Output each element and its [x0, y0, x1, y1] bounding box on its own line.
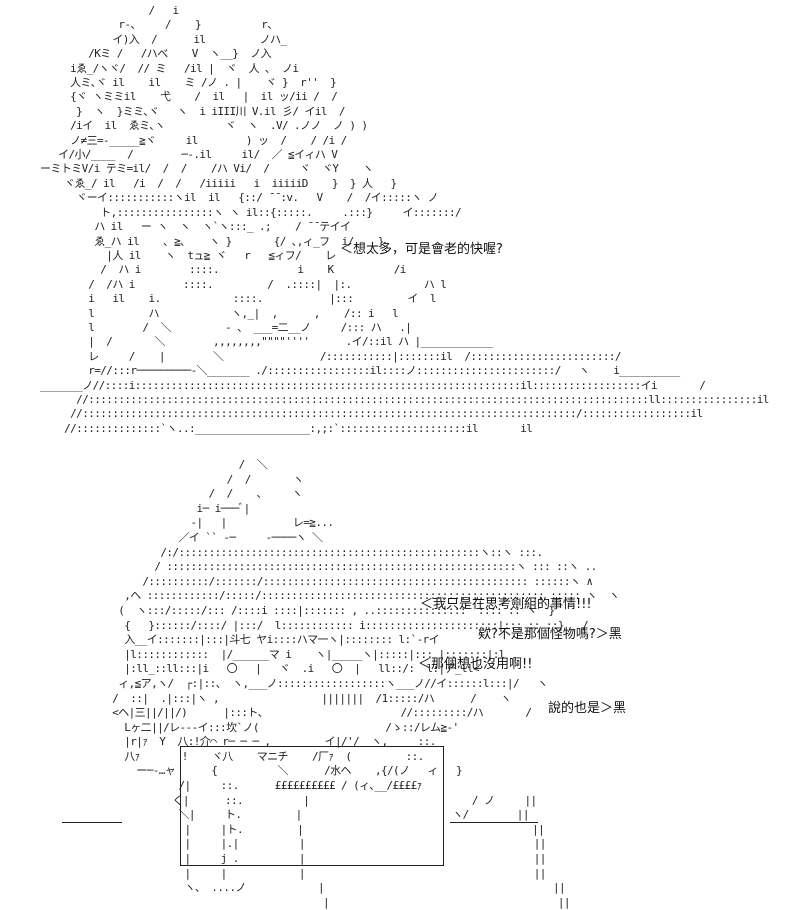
art-line: | | | ||: [58, 866, 546, 880]
art-line: ーミトミV/i テミ=il/ / / /ハ Vi/ / ヾ ヾY ヽ: [28, 162, 373, 176]
art-line: ヾゑ_/ il /i / / /iiiii i iiiiiD } } 人 }: [28, 176, 397, 190]
art-line: {ヾ ヽミミil 弋 / il | il ッ/ii / /: [28, 90, 338, 104]
art-line: |l:::::::::::: |/______マ i ヽ|_____ヽ|::::…: [58, 647, 505, 661]
speech-caption-4: ＜那個想也沒用啊!!: [418, 657, 533, 672]
art-line: イ/小/____ / ─-.il il/ ／ ≦イィハ V: [28, 148, 338, 162]
art-line: /iイ il ゑミ､ヽ ヾ ヽ .V/ .ノノ ノ ) ): [28, 119, 368, 133]
art-line: / i: [28, 4, 179, 17]
art-line: r=//:::r─────────‐＼_______ ./:::::::::::…: [28, 364, 680, 378]
art-line: | ||: [58, 895, 571, 909]
art-line: /Kミ / /ハべ V ヽ__} ノ入: [28, 47, 272, 61]
art-line: ハ il ー ヽ ヽ ヽ`ヽ:::_ .; / ̄ ̄ テイイ: [28, 220, 351, 234]
art-line: -| | レ=≧...: [58, 516, 334, 530]
art-line: ィ,≦ア,ヽ/ ┌:|::、 ヽ,___ノ::::::::::::::::::ヽ…: [58, 676, 548, 690]
art-line: /:/:::::::::::::::::::::::::::::::::::::…: [58, 545, 543, 559]
art-line: / / ､ ヽ: [58, 487, 303, 501]
art-line: /| ::. ££££££££££ / (ィ､__/££££ｧ: [58, 779, 422, 793]
art-line: <ヘ|三||/||/) |:::ト、 //:::::::::/ハ /: [58, 706, 532, 720]
art-line: レ / | ＼ /:::::::::::|:::::::il /::::::::…: [28, 349, 621, 363]
art-line: ,ヘ ::::::::::::/:::::/::::::::::::::::::…: [58, 589, 620, 603]
art-line: | |ト. | ||: [58, 822, 545, 836]
art-line: 八ｧ ! ヾ八 マニチ /厂ｧ ( ::.: [58, 749, 424, 763]
art-line: ゑ_ハ il ､ ≧､ ヽ } {/ ､,ィ_フ i/ }: [28, 234, 384, 248]
art-line: i il i. ::::. |::: イ l: [28, 292, 436, 306]
art-line: 入__イ:::::::|:::|斗七 ヤi::::ハマ一ヽ|:::::::: l…: [58, 633, 440, 647]
art-line: /::::::::::/:::::::/::::::::::::::::::::…: [58, 574, 593, 588]
art-line: ヾーイ:::::::::::ヽil il {::/ ̄ ̄ :v. V / /イ…: [28, 191, 439, 205]
desk-line-left: [62, 822, 122, 823]
art-line: ＼| ト. | ヽ/ ||: [58, 808, 529, 822]
art-line: / ＼: [58, 458, 268, 471]
art-line: ヽ、 ....ノ | ||: [58, 881, 565, 895]
speech-caption-2: ＜我只是在思考劍組的事情!!!: [420, 597, 592, 612]
art-line: l / ＼ ‐ 、 ___=二__ノ /::: ハ .|: [28, 320, 412, 334]
art-line: / /ハ i ::::. / .::::| |:. ハ l: [28, 277, 447, 291]
art-line: | j . | ||: [58, 852, 546, 866]
art-line: _______ノ//::::i:::::::::::::::::::::::::…: [28, 378, 706, 392]
art-line: i─ i───ﾞ|: [58, 501, 251, 515]
art-line: ／イ `` ‐─ ‐────ヽ ＼: [58, 530, 323, 544]
art-line: r-、 / } r、: [28, 18, 278, 32]
art-line: { }::::::/::::/ |:::/ l:::::::::::: i:::…: [58, 618, 588, 632]
art-line: Lヶ二||/レ-‐‐イ:::坎`ノ( /ゝ::/レム≧-': [58, 720, 459, 734]
art-line: | |.| | ||: [58, 837, 546, 851]
art-line: / ハ i ::::. i K /i: [28, 263, 406, 277]
art-line: / / ヽ: [58, 472, 304, 486]
art-line: //::::::::::::::`ヽ..:___________________…: [28, 421, 533, 435]
art-line: イ)入 / il ノハ_: [28, 32, 287, 46]
desk-line-right: [450, 822, 538, 823]
art-line: } ヽ }ミミ､ヾ ヽ i iIII川 V.il 彡/ イil /: [28, 104, 345, 118]
art-line: / ::| .|:::|ヽ , ||||||| /1:::::/ハ / ヽ: [58, 691, 511, 705]
ascii-art-panel-top: / i r-、 / } r、 イ)入 / il ノハ_ /Kミ / /ハべ V …: [28, 4, 801, 436]
sign-board: [180, 746, 444, 866]
art-line: ( ヽ:::/:::::/::: /::::i ::::|::::::: , .…: [58, 603, 555, 617]
art-line: ト,::::::::::::::::ヽ ヽ il::{:::::. .:::} …: [28, 205, 462, 219]
art-line: ー─-…ャ { ＼ /水ヘ ,{/(ノ ィ }: [58, 764, 463, 778]
art-line: |人 il ヽ tュ≧ ヾ r ≦ィフ/ レ: [28, 248, 336, 262]
art-line: iゑ_/ヽヾ/ // ミ /il | ヾ 人 ､ ノi: [28, 61, 299, 75]
art-line: //::::::::::::::::::::::::::::::::::::::…: [28, 407, 703, 421]
art-line: //::::::::::::::::::::::::::::::::::::::…: [28, 392, 801, 406]
art-line: l ハ ヽ,_| , , /:: i l: [28, 306, 399, 320]
art-line: ノ≠三=-_____≧ヾ il ) ッ / / /i /: [28, 133, 347, 147]
art-line: |:ll_::ll:::|i 〇 | ヾ .i 〇 | ll::/: l:|ア_…: [58, 662, 480, 676]
art-line: 人ミ､ヾ il il ミ /ノ . | ヾ } r'' }: [28, 76, 337, 90]
speech-caption-1: ＜想太多，可是會老的快喔?: [340, 242, 503, 257]
speech-caption-5: 說的也是＞黑: [548, 701, 627, 716]
art-line: |r|ｧ Y 八:!介⌒ r─ ─ ─ , イ|/'/ ヽ, ::.: [58, 735, 436, 749]
art-line: / ::::::::::::::::::::::::::::::::::::::…: [58, 560, 597, 574]
speech-caption-3: 欸?不是那個怪物嗎?＞黑: [478, 627, 622, 642]
ascii-art-panel-bottom: / ＼ / / ヽ / / ､ ヽ i─ i───ﾞ| -| | レ=≧... …: [58, 458, 620, 910]
art-line: | / ＼ ,,,,,,,,""""'''' .イ/::il ハ |______…: [28, 335, 493, 349]
